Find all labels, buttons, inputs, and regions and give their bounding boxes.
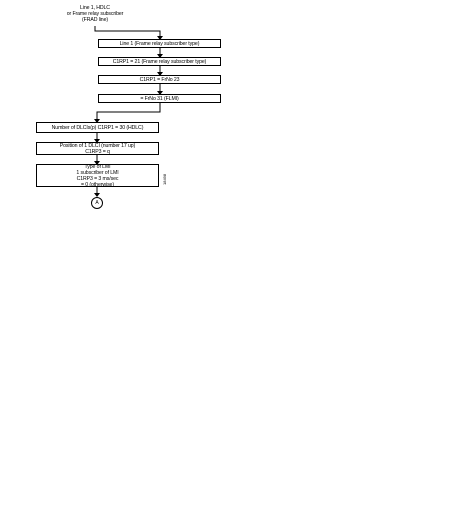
- step-box-2: C1RP1 = 21 (Frame relay subscriber type): [98, 57, 221, 66]
- step-box-4-line-1: = FrNo 31 (FLMI): [140, 95, 179, 102]
- step-box-1-line-1: Line 1 (Frame relay subscriber type): [119, 40, 200, 47]
- step-box-7-line-4: = 0 (otherwise): [81, 181, 114, 188]
- step-box-3-line-1: C1RP1 = FrNo 23: [139, 76, 180, 83]
- step-box-5: Number of DLCIs(p) C1RP1 = 30 (HDLC): [36, 122, 159, 133]
- step-box-7: Type of LMI 1 subscriber of LMI C1RP3 = …: [36, 163, 159, 188]
- figure-id: 18498: [162, 173, 167, 185]
- step-box-7-line-2: 1 subscriber of LMI: [76, 169, 119, 176]
- step-box-5-line-1: Number of DLCIs(p) C1RP1 = 30 (HDLC): [51, 124, 144, 131]
- step-box-4: = FrNo 31 (FLMI): [98, 94, 221, 103]
- off-page-connector: A: [91, 197, 103, 209]
- step-box-3: C1RP1 = FrNo 23: [98, 75, 221, 84]
- start-line-1: Line 1, HDLC: [80, 5, 110, 11]
- step-box-7-line-3: C1RP3 = 3 ms/sec: [76, 175, 119, 182]
- step-box-6-line-2: C1RP3 = q: [85, 148, 110, 155]
- step-box-6-line-1: Position of 1 DLCI (number 17 up): [59, 142, 136, 149]
- step-box-1: Line 1 (Frame relay subscriber type): [98, 39, 221, 48]
- step-box-7-line-1: Type of LMI: [84, 163, 111, 170]
- start-line-2: or Frame relay subscriber: [66, 11, 124, 17]
- start-line-3: (FRAD line): [82, 17, 108, 23]
- start-label: Line 1, HDLC or Frame relay subscriber (…: [50, 5, 140, 23]
- step-box-6: Position of 1 DLCI (number 17 up) C1RP3 …: [36, 142, 159, 155]
- step-box-2-line-1: C1RP1 = 21 (Frame relay subscriber type): [112, 58, 207, 65]
- connector-label: A: [95, 200, 99, 206]
